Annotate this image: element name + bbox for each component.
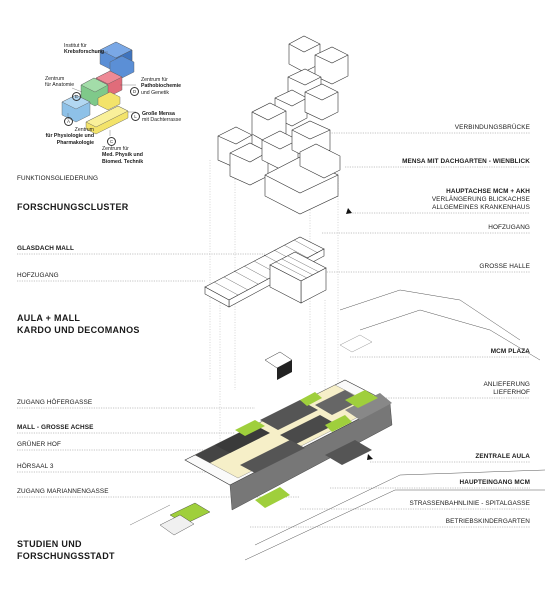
label-lieferhof: LIEFERHOF (493, 389, 530, 396)
legend-text-bold: Große Mensa (142, 111, 175, 117)
heading-aula-mall: AULA + MALL (17, 313, 81, 323)
legend-marker-d: D (130, 87, 139, 96)
legend-text-bold: Krebsforschung (64, 49, 105, 56)
label-grosse-halle: GROSSE HALLE (479, 263, 530, 270)
legend-krebsforschung: Institut für Krebsforschung (64, 43, 104, 56)
legend-text: und Genetik (141, 89, 169, 96)
legend-text: Zentrum (45, 76, 65, 82)
legend-text: für Anatomie (45, 82, 75, 89)
entrance-arrows (346, 208, 373, 460)
legend-text-bold: Biomed. Technik (102, 158, 144, 165)
label-verlaengerung: VERLÄNGERUNG BLICKACHSE (431, 196, 530, 203)
legend-med-physik: Zentrum für Med. Physik und Biomed. Tech… (102, 146, 143, 165)
label-funktionsgliederung: FUNKTIONSGLIEDERUNG (17, 175, 99, 182)
upper-building-blocks (217, 35, 349, 215)
glass-roof-mall (204, 236, 327, 308)
label-betriebskindergarten: BETRIEBSKINDERGARTEN (445, 518, 530, 525)
label-zentrale-aula: ZENTRALE AULA (475, 453, 530, 460)
legend-text: Zentrum (74, 127, 94, 133)
legend-text-bold: für Physiologie und (45, 133, 94, 140)
legend-text-bold: Pathobiochemie (141, 83, 182, 90)
label-hofzugang-right: HOFZUGANG (488, 224, 530, 231)
label-allgemeines: ALLGEMEINES KRANKENHAUS (432, 204, 530, 211)
label-glasdach-mall: GLASDACH MALL (17, 245, 75, 252)
right-leader-lines (250, 132, 530, 528)
heading-forschungsstadt: FORSCHUNGSSTADT (17, 551, 115, 561)
label-mall-grosse-achse: MALL - GROSSE ACHSE (17, 424, 94, 431)
legend-text-bold: Med. Physik und (102, 152, 143, 159)
label-strassenbahn: STRASSENBAHNLINIE - SPITALGASSE (409, 500, 530, 507)
label-anlieferung: ANLIEFERUNG (483, 381, 530, 388)
legend-physiologie: Zentrum für Physiologie und Pharmakologi… (17, 127, 94, 146)
label-haupteingang: HAUPTEINGANG MCM (459, 479, 530, 486)
legend-blocks (61, 41, 135, 135)
legend-anatomie: Zentrum für Anatomie (45, 76, 74, 89)
heading-studien: STUDIEN UND (17, 539, 82, 549)
site-plan (129, 289, 546, 561)
heading-kardo: KARDO UND DECOMANOS (17, 325, 140, 335)
legend-marker-l: L (131, 112, 140, 121)
legend-leaders (67, 51, 136, 136)
legend-text: Zentrum für (102, 146, 129, 152)
label-hoersaal: HÖRSAAL 3 (17, 463, 54, 470)
legend-marker-a: A (64, 117, 73, 126)
label-verbindungsbruecke: VERBINDUNGSBRÜCKE (454, 124, 530, 131)
legend-text: mit Dachterrasse (142, 117, 182, 124)
label-zugang-hoefergasse: ZUGANG HÖFERGASSE (17, 399, 93, 406)
legend-text-bold: Pharmakologie (56, 139, 94, 146)
label-hofzugang-left: HOFZUGANG (17, 272, 59, 279)
legend-mensa: Große Mensa mit Dachterrasse (142, 111, 181, 124)
label-hauptachse: HAUPTACHSE MCM + AKH (446, 188, 530, 195)
legend-marker-c: C (107, 137, 116, 146)
label-mensa: MENSA MIT DACHGARTEN - WIENBLICK (402, 158, 530, 165)
label-zugang-mariannengasse: ZUGANG MARIANNENGASSE (17, 488, 109, 495)
label-gruener-hof: GRÜNER HOF (17, 441, 61, 448)
legend-pathobiochemie: Zentrum für Pathobiochemie und Genetik (141, 77, 181, 96)
heading-forschungscluster: FORSCHUNGSCLUSTER (17, 202, 129, 212)
legend-text: Institut für (64, 43, 87, 49)
label-mcm-plaza: MCM PLAZA (490, 348, 530, 355)
legend-text: Zentrum für (141, 77, 168, 83)
legend-marker-e: E (72, 92, 81, 101)
